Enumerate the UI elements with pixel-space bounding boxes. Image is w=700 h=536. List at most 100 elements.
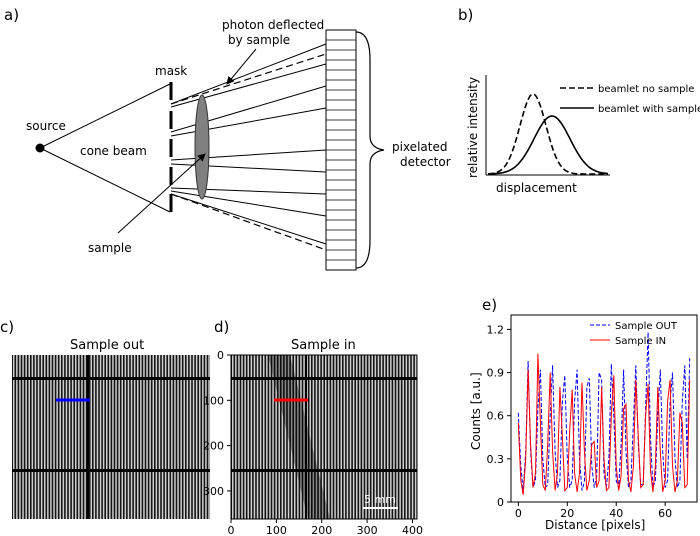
- grating-stripe: [266, 355, 268, 519]
- grating-stripe: [306, 355, 308, 519]
- grating-stripe: [396, 355, 398, 519]
- grating-stripe: [362, 355, 364, 519]
- grating-stripe: [186, 355, 189, 519]
- grating-stripe: [177, 355, 179, 519]
- grating-stripe: [256, 355, 259, 519]
- grating-stripe: [124, 355, 127, 519]
- sample-in-ytick-label: 200: [203, 440, 224, 453]
- deflected-beamlets: [170, 53, 327, 251]
- grating-stripe: [402, 355, 404, 519]
- grating-stripe: [183, 355, 185, 519]
- panel-letter-e: e): [482, 296, 497, 314]
- grating-stripe: [37, 355, 40, 519]
- cone-beam-label: cone beam: [80, 144, 147, 158]
- grating-stripe: [50, 355, 52, 519]
- photon-label-line2: by sample: [228, 33, 290, 47]
- grating-stripe: [312, 355, 315, 519]
- grating-stripe: [75, 355, 77, 519]
- intensity-ylabel: relative intensity: [466, 77, 480, 178]
- grating-stripe: [297, 355, 299, 519]
- grating-stripe: [195, 355, 198, 519]
- panel-letter-a: a): [4, 6, 19, 24]
- grating-stripe: [328, 355, 330, 519]
- grating-stripe: [34, 355, 37, 519]
- grating-stripe: [359, 355, 361, 519]
- sample-in-xtick-label: 100: [266, 524, 287, 536]
- sample-in-title: Sample in: [291, 338, 356, 353]
- cone-edge-bottom: [39, 147, 171, 213]
- grating-stripe: [208, 355, 210, 519]
- grating-stripe: [118, 355, 120, 519]
- grating-stripe: [137, 355, 139, 519]
- grating-stripe: [300, 355, 302, 519]
- chart-ytick-label: 0.9: [487, 367, 505, 380]
- grating-stripe: [127, 355, 130, 519]
- grating-stripe: [155, 355, 158, 519]
- grating-stripe: [365, 355, 367, 519]
- cone-edge-top: [39, 83, 171, 149]
- legend-sample-in: Sample IN: [615, 336, 666, 347]
- grating-stripe: [81, 355, 83, 519]
- grating-stripe: [78, 355, 80, 519]
- grating-stripe: [112, 355, 114, 519]
- pixelated-detector: [325, 29, 357, 271]
- grating-stripe: [318, 355, 321, 519]
- grating-stripe: [65, 355, 68, 519]
- intensity-panel: b) relative intensity displacement beaml…: [458, 6, 700, 195]
- grating-stripe: [171, 355, 173, 519]
- legend-sample-out: Sample OUT: [615, 321, 678, 332]
- sample-in-frame: [230, 354, 418, 520]
- grating-stripe: [390, 355, 392, 519]
- chart-xtick-label: 20: [560, 507, 574, 520]
- chart-ylabel: Counts [a.u.]: [469, 372, 483, 450]
- grating-stripe: [121, 355, 123, 519]
- grating-stripe: [393, 355, 395, 519]
- grating-stripe: [152, 355, 154, 519]
- grating-stripe: [269, 355, 271, 519]
- grating-stripe: [143, 355, 145, 519]
- sample-arrow: [117, 153, 206, 234]
- grating-stripe: [387, 355, 389, 519]
- sample-label: sample: [88, 241, 132, 255]
- grating-stripe: [59, 355, 61, 519]
- grating-stripe: [90, 355, 92, 519]
- grating-stripe: [411, 355, 414, 519]
- sample-in-image: [231, 355, 417, 519]
- grating-stripe: [130, 355, 133, 519]
- grating-stripe: [331, 355, 333, 519]
- grating-stripe: [71, 355, 74, 519]
- beamlets: [170, 43, 327, 245]
- grating-stripe: [192, 355, 195, 519]
- grating-stripe: [180, 355, 182, 519]
- sample-in-ytick-label: 0: [217, 349, 224, 362]
- panel-letter-c: c): [0, 318, 14, 336]
- grating-stripe: [356, 355, 358, 519]
- chart-xtick-label: 0: [515, 507, 522, 520]
- grating-stripe: [19, 355, 21, 519]
- legend-with-sample: beamlet with sample: [598, 104, 700, 115]
- grating-stripe: [399, 355, 401, 519]
- grating-stripe: [337, 355, 339, 519]
- grating-stripe: [109, 355, 111, 519]
- grating-stripe: [405, 355, 408, 519]
- grating-stripe: [414, 355, 417, 519]
- grating-stripe: [334, 355, 336, 519]
- grating-stripe: [189, 355, 192, 519]
- grating-stripe: [146, 355, 148, 519]
- legend-no-sample: beamlet no sample: [598, 84, 694, 95]
- grating-stripe: [303, 355, 305, 519]
- grating-stripe: [25, 355, 27, 519]
- chart-ytick-label: 0.6: [487, 410, 505, 423]
- source-label: source: [26, 119, 66, 133]
- panel-letter-b: b): [458, 6, 473, 24]
- grating-stripe: [383, 355, 386, 519]
- sample-in-xtick-label: 400: [402, 524, 423, 536]
- grating-stripe: [22, 355, 24, 519]
- detector-label-line1: pixelated: [392, 140, 447, 154]
- grating-stripe: [106, 355, 108, 519]
- grating-stripe: [250, 355, 253, 519]
- grating-stripe: [241, 355, 243, 519]
- grating-stripe: [99, 355, 102, 519]
